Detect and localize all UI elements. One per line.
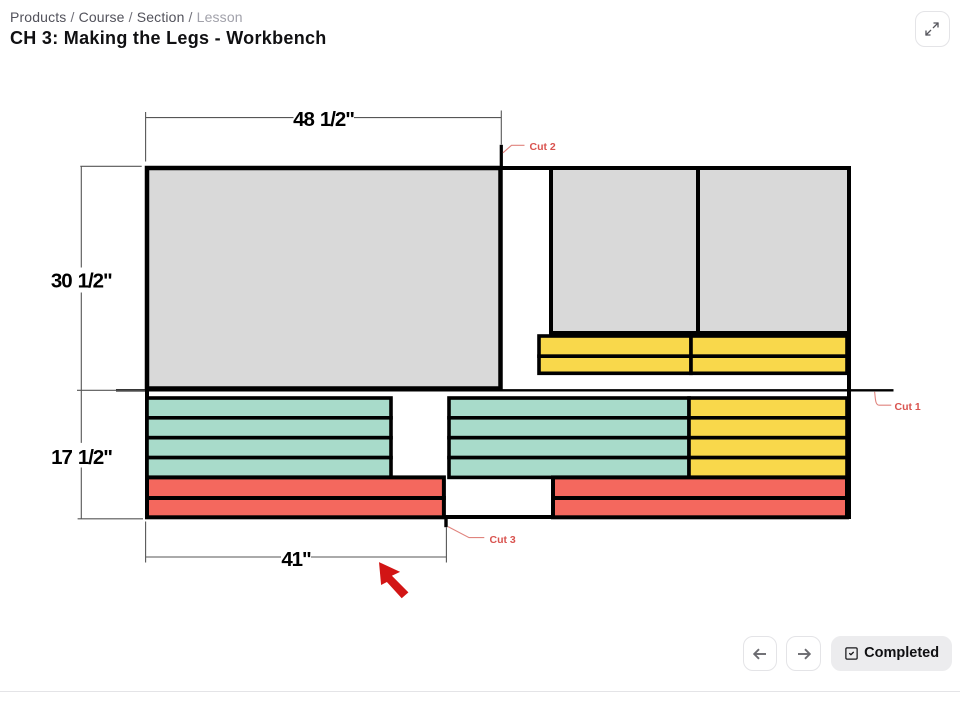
svg-text:48 1/2": 48 1/2" [293, 108, 354, 131]
svg-text:Cut 3: Cut 3 [490, 534, 516, 546]
svg-text:Cut 2: Cut 2 [530, 141, 556, 153]
svg-text:30 1/2": 30 1/2" [51, 270, 112, 293]
svg-text:41": 41" [281, 548, 311, 571]
svg-text:17 1/2": 17 1/2" [51, 446, 112, 469]
svg-text:Cut 1: Cut 1 [895, 401, 921, 413]
